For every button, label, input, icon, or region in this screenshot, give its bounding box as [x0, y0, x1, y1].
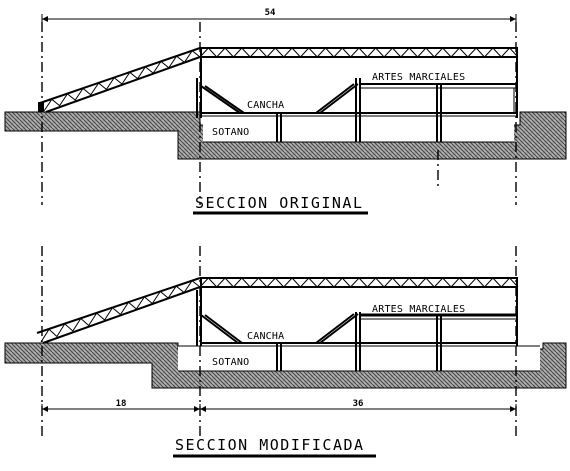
- roof-truss-modified: [199, 277, 519, 288]
- label-sotano-original: SOTANO: [212, 127, 249, 138]
- basement-void-original: [203, 118, 514, 142]
- dimension-right-label: 36: [353, 399, 364, 409]
- roof-truss-original: [199, 47, 519, 58]
- ramp-truss-modified: [36, 277, 201, 344]
- dimension-total-label: 54: [265, 8, 276, 18]
- section-original: 54: [4, 8, 567, 215]
- dimension-line-total: 54: [41, 8, 517, 24]
- label-cancha-modified: CANCHA: [247, 331, 284, 342]
- label-artes-marciales-original: ARTES MARCIALES: [372, 72, 465, 83]
- title-modified: SECCION MODIFICADA: [175, 436, 365, 454]
- dimension-line-bottom: 18 36: [41, 399, 517, 414]
- ramp-truss-original: [38, 47, 201, 113]
- label-sotano-modified: SOTANO: [212, 357, 249, 368]
- dimension-left-label: 18: [116, 399, 127, 409]
- label-artes-marciales-modified: ARTES MARCIALES: [372, 304, 465, 315]
- section-modified: ARTES MARCIALES CANCHA SOTANO 18 36 SECC…: [4, 246, 567, 458]
- title-original: SECCION ORIGINAL: [195, 194, 364, 212]
- label-cancha-original: CANCHA: [247, 100, 284, 111]
